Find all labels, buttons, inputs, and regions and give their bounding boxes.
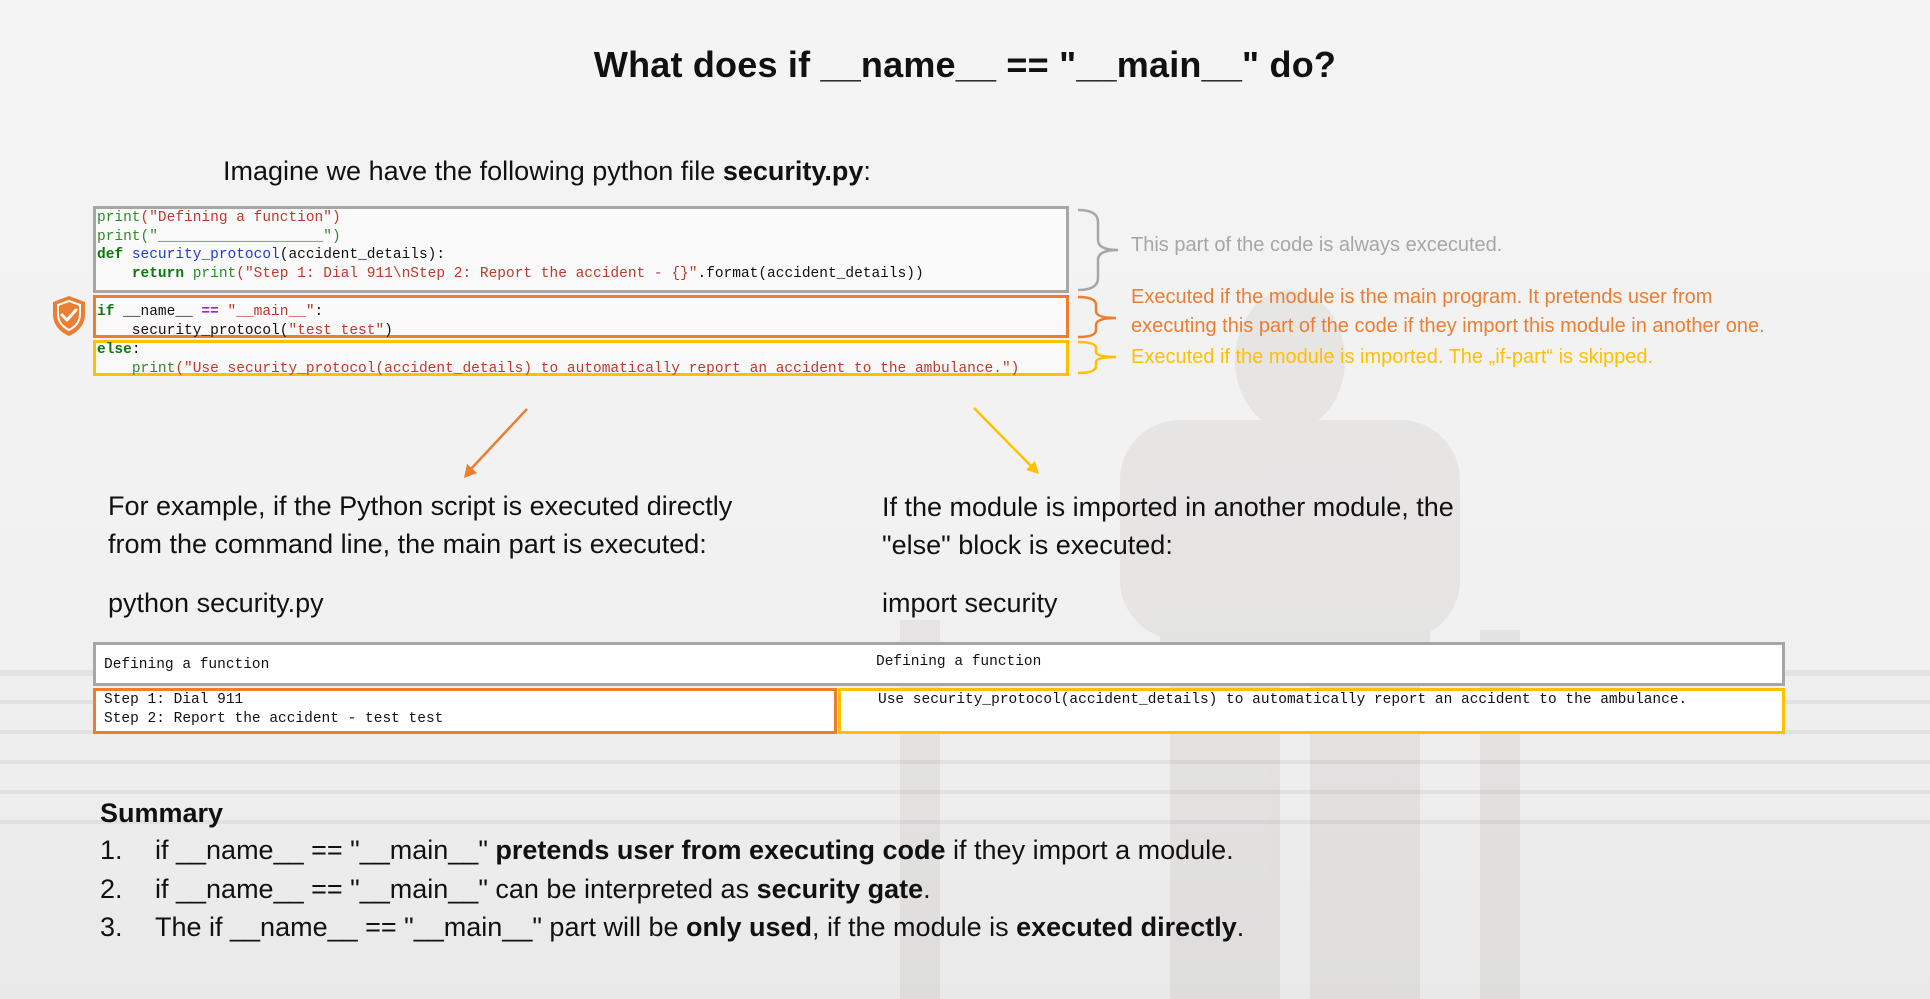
note-always-executed: This part of the code is always excecute… bbox=[1131, 234, 1503, 256]
summary-title: Summary bbox=[100, 798, 224, 828]
code-block-main: if __name__ == "__main__": security_prot… bbox=[93, 295, 1069, 339]
output-left-top: Defining a function bbox=[104, 657, 270, 673]
output-common: Defining a function Defining a function bbox=[93, 642, 1785, 686]
code-else-lines: else: print("Use security_protocol(accid… bbox=[97, 342, 1020, 377]
right-command: import security bbox=[882, 588, 1058, 618]
brace-icon bbox=[1077, 340, 1117, 375]
code-block-else: else: print("Use security_protocol(accid… bbox=[93, 340, 1069, 377]
output-imported-line: Use security_protocol(accident_details) … bbox=[878, 692, 1688, 708]
summary-item: 3. The if __name__ == "__main__" part wi… bbox=[100, 912, 1245, 942]
intro-text: Imagine we have the following python fil… bbox=[223, 156, 871, 186]
page-title: What does if __name__ == "__main__" do? bbox=[593, 44, 1337, 85]
summary: Summary 1. if __name__ == "__main__" pre… bbox=[100, 798, 1244, 947]
arrow-icon bbox=[973, 407, 1033, 468]
output-main-lines: Step 1: Dial 911 Step 2: Report the acci… bbox=[104, 692, 444, 727]
brace-icon bbox=[1077, 208, 1119, 292]
left-explanation: For example, if the Python script is exe… bbox=[108, 491, 733, 559]
note-main-executed: Executed if the module is the main progr… bbox=[1131, 286, 1765, 337]
code-main-lines: if __name__ == "__main__": security_prot… bbox=[97, 304, 393, 339]
note-imported-executed: Executed if the module is imported. The … bbox=[1131, 346, 1654, 368]
shield-check-icon bbox=[53, 296, 85, 336]
code-block-always: print("Defining a function") print("____… bbox=[93, 206, 1069, 293]
output-main: Step 1: Dial 911 Step 2: Report the acci… bbox=[93, 688, 837, 734]
brace-icon bbox=[1077, 295, 1117, 339]
left-command: python security.py bbox=[108, 588, 324, 618]
arrow-icon bbox=[469, 408, 528, 471]
filename: security.py bbox=[722, 156, 864, 186]
summary-item: 2. if __name__ == "__main__" can be inte… bbox=[100, 873, 931, 904]
code-always-lines: print("Defining a function") print("____… bbox=[97, 210, 924, 282]
output-right-top: Defining a function bbox=[876, 654, 1042, 670]
output-imported: Use security_protocol(accident_details) … bbox=[838, 688, 1785, 734]
summary-item: 1. if __name__ == "__main__" pretends us… bbox=[100, 835, 1234, 865]
right-explanation: If the module is imported in another mod… bbox=[882, 492, 1454, 560]
